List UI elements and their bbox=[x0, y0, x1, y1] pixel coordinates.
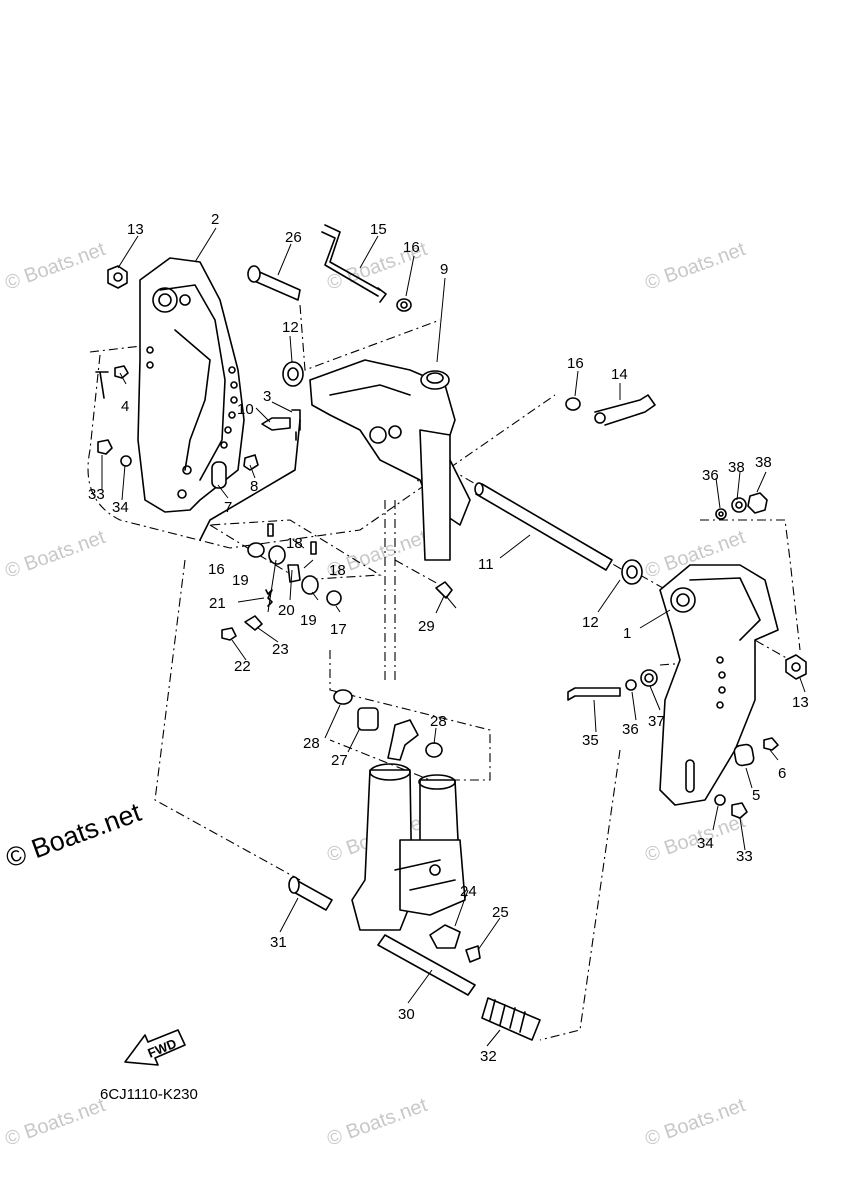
callout-19b: 19 bbox=[300, 612, 317, 629]
bushing-16-right bbox=[565, 397, 581, 411]
callout-18b: 18 bbox=[329, 562, 346, 579]
callout-26: 26 bbox=[285, 229, 302, 246]
callout-32: 32 bbox=[480, 1048, 497, 1065]
pin-26 bbox=[247, 265, 301, 301]
leader-lines bbox=[101, 227, 806, 1047]
callout-34a: 34 bbox=[112, 499, 129, 516]
callout-35: 35 bbox=[582, 732, 599, 749]
fwd-arrow-icon: FWD bbox=[124, 1029, 186, 1066]
left-small-hardware bbox=[95, 365, 301, 541]
callout-36b: 36 bbox=[622, 721, 639, 738]
middle-small-hardware bbox=[221, 523, 453, 641]
callout-29: 29 bbox=[418, 618, 435, 635]
nut-13-left bbox=[107, 265, 128, 289]
callout-38b: 38 bbox=[755, 454, 772, 471]
rod-15 bbox=[321, 224, 387, 303]
callout-6: 6 bbox=[778, 765, 786, 782]
lower-hardware bbox=[288, 876, 541, 1041]
callout-12b: 12 bbox=[582, 614, 599, 631]
small-hardware bbox=[567, 492, 807, 701]
callout-7: 7 bbox=[224, 499, 232, 516]
callout-13a: 13 bbox=[127, 221, 144, 238]
bushing-16-top bbox=[396, 298, 412, 312]
callout-11: 11 bbox=[478, 556, 494, 573]
watermark: © Boats.net bbox=[642, 238, 748, 295]
lever-14 bbox=[594, 394, 656, 426]
left-clamp-bracket bbox=[137, 257, 245, 513]
callout-23: 23 bbox=[272, 641, 289, 658]
callout-14: 14 bbox=[611, 366, 628, 383]
callout-33b: 33 bbox=[736, 848, 753, 865]
watermark: © Boats.net bbox=[2, 238, 108, 295]
watermark: © Boats.net bbox=[642, 810, 748, 867]
callout-28a: 28 bbox=[303, 735, 320, 752]
right-clamp-bracket bbox=[659, 564, 779, 806]
watermark: © Boats.net bbox=[324, 1094, 430, 1151]
callout-2: 2 bbox=[211, 211, 219, 228]
callout-31: 31 bbox=[270, 934, 287, 951]
tilt-unit bbox=[333, 689, 466, 931]
callout-12a: 12 bbox=[282, 319, 299, 336]
swivel-bracket-9 bbox=[309, 359, 471, 561]
callout-numbers: 1 2 3 4 5 6 7 8 9 10 11 12 12 13 13 14 1… bbox=[88, 211, 809, 1065]
callout-3: 3 bbox=[263, 388, 271, 405]
callout-9: 9 bbox=[440, 261, 448, 278]
callout-21: 21 bbox=[209, 595, 226, 612]
watermark-main: © Boats.net bbox=[2, 797, 146, 874]
callout-37: 37 bbox=[648, 713, 665, 730]
callout-10: 10 bbox=[237, 401, 254, 418]
bushing-12-left bbox=[282, 361, 304, 387]
callout-5: 5 bbox=[752, 787, 760, 804]
callout-18a: 18 bbox=[286, 535, 303, 552]
callout-13b: 13 bbox=[792, 694, 809, 711]
callout-1: 1 bbox=[623, 625, 631, 642]
callout-36a: 36 bbox=[702, 467, 719, 484]
watermark: © Boats.net bbox=[642, 1094, 748, 1151]
watermark: © Boats.net bbox=[2, 1094, 108, 1151]
bushing-12-right bbox=[621, 559, 643, 585]
callout-16a: 16 bbox=[403, 239, 420, 256]
callout-19a: 19 bbox=[232, 572, 249, 589]
right-lower-hardware bbox=[714, 737, 779, 819]
callout-8: 8 bbox=[250, 478, 258, 495]
callout-4: 4 bbox=[121, 398, 129, 415]
watermark: © Boats.net bbox=[2, 526, 108, 583]
callout-16b: 16 bbox=[567, 355, 584, 372]
callout-15: 15 bbox=[370, 221, 387, 238]
callout-34b: 34 bbox=[697, 835, 714, 852]
callout-28b: 28 bbox=[430, 713, 447, 730]
callout-38a: 38 bbox=[728, 459, 745, 476]
callout-24: 24 bbox=[460, 883, 477, 900]
callout-17: 17 bbox=[330, 621, 347, 638]
fwd-label: FWD bbox=[146, 1036, 179, 1061]
callout-25: 25 bbox=[492, 904, 509, 921]
callout-20: 20 bbox=[278, 602, 295, 619]
callout-27: 27 bbox=[331, 752, 348, 769]
callout-33a: 33 bbox=[88, 486, 105, 503]
diagram-code: 6CJ1110-K230 bbox=[100, 1086, 198, 1103]
callout-22: 22 bbox=[234, 658, 251, 675]
callout-30: 30 bbox=[398, 1006, 415, 1023]
callout-16c: 16 bbox=[208, 561, 225, 578]
tilt-shaft-11 bbox=[474, 482, 613, 571]
